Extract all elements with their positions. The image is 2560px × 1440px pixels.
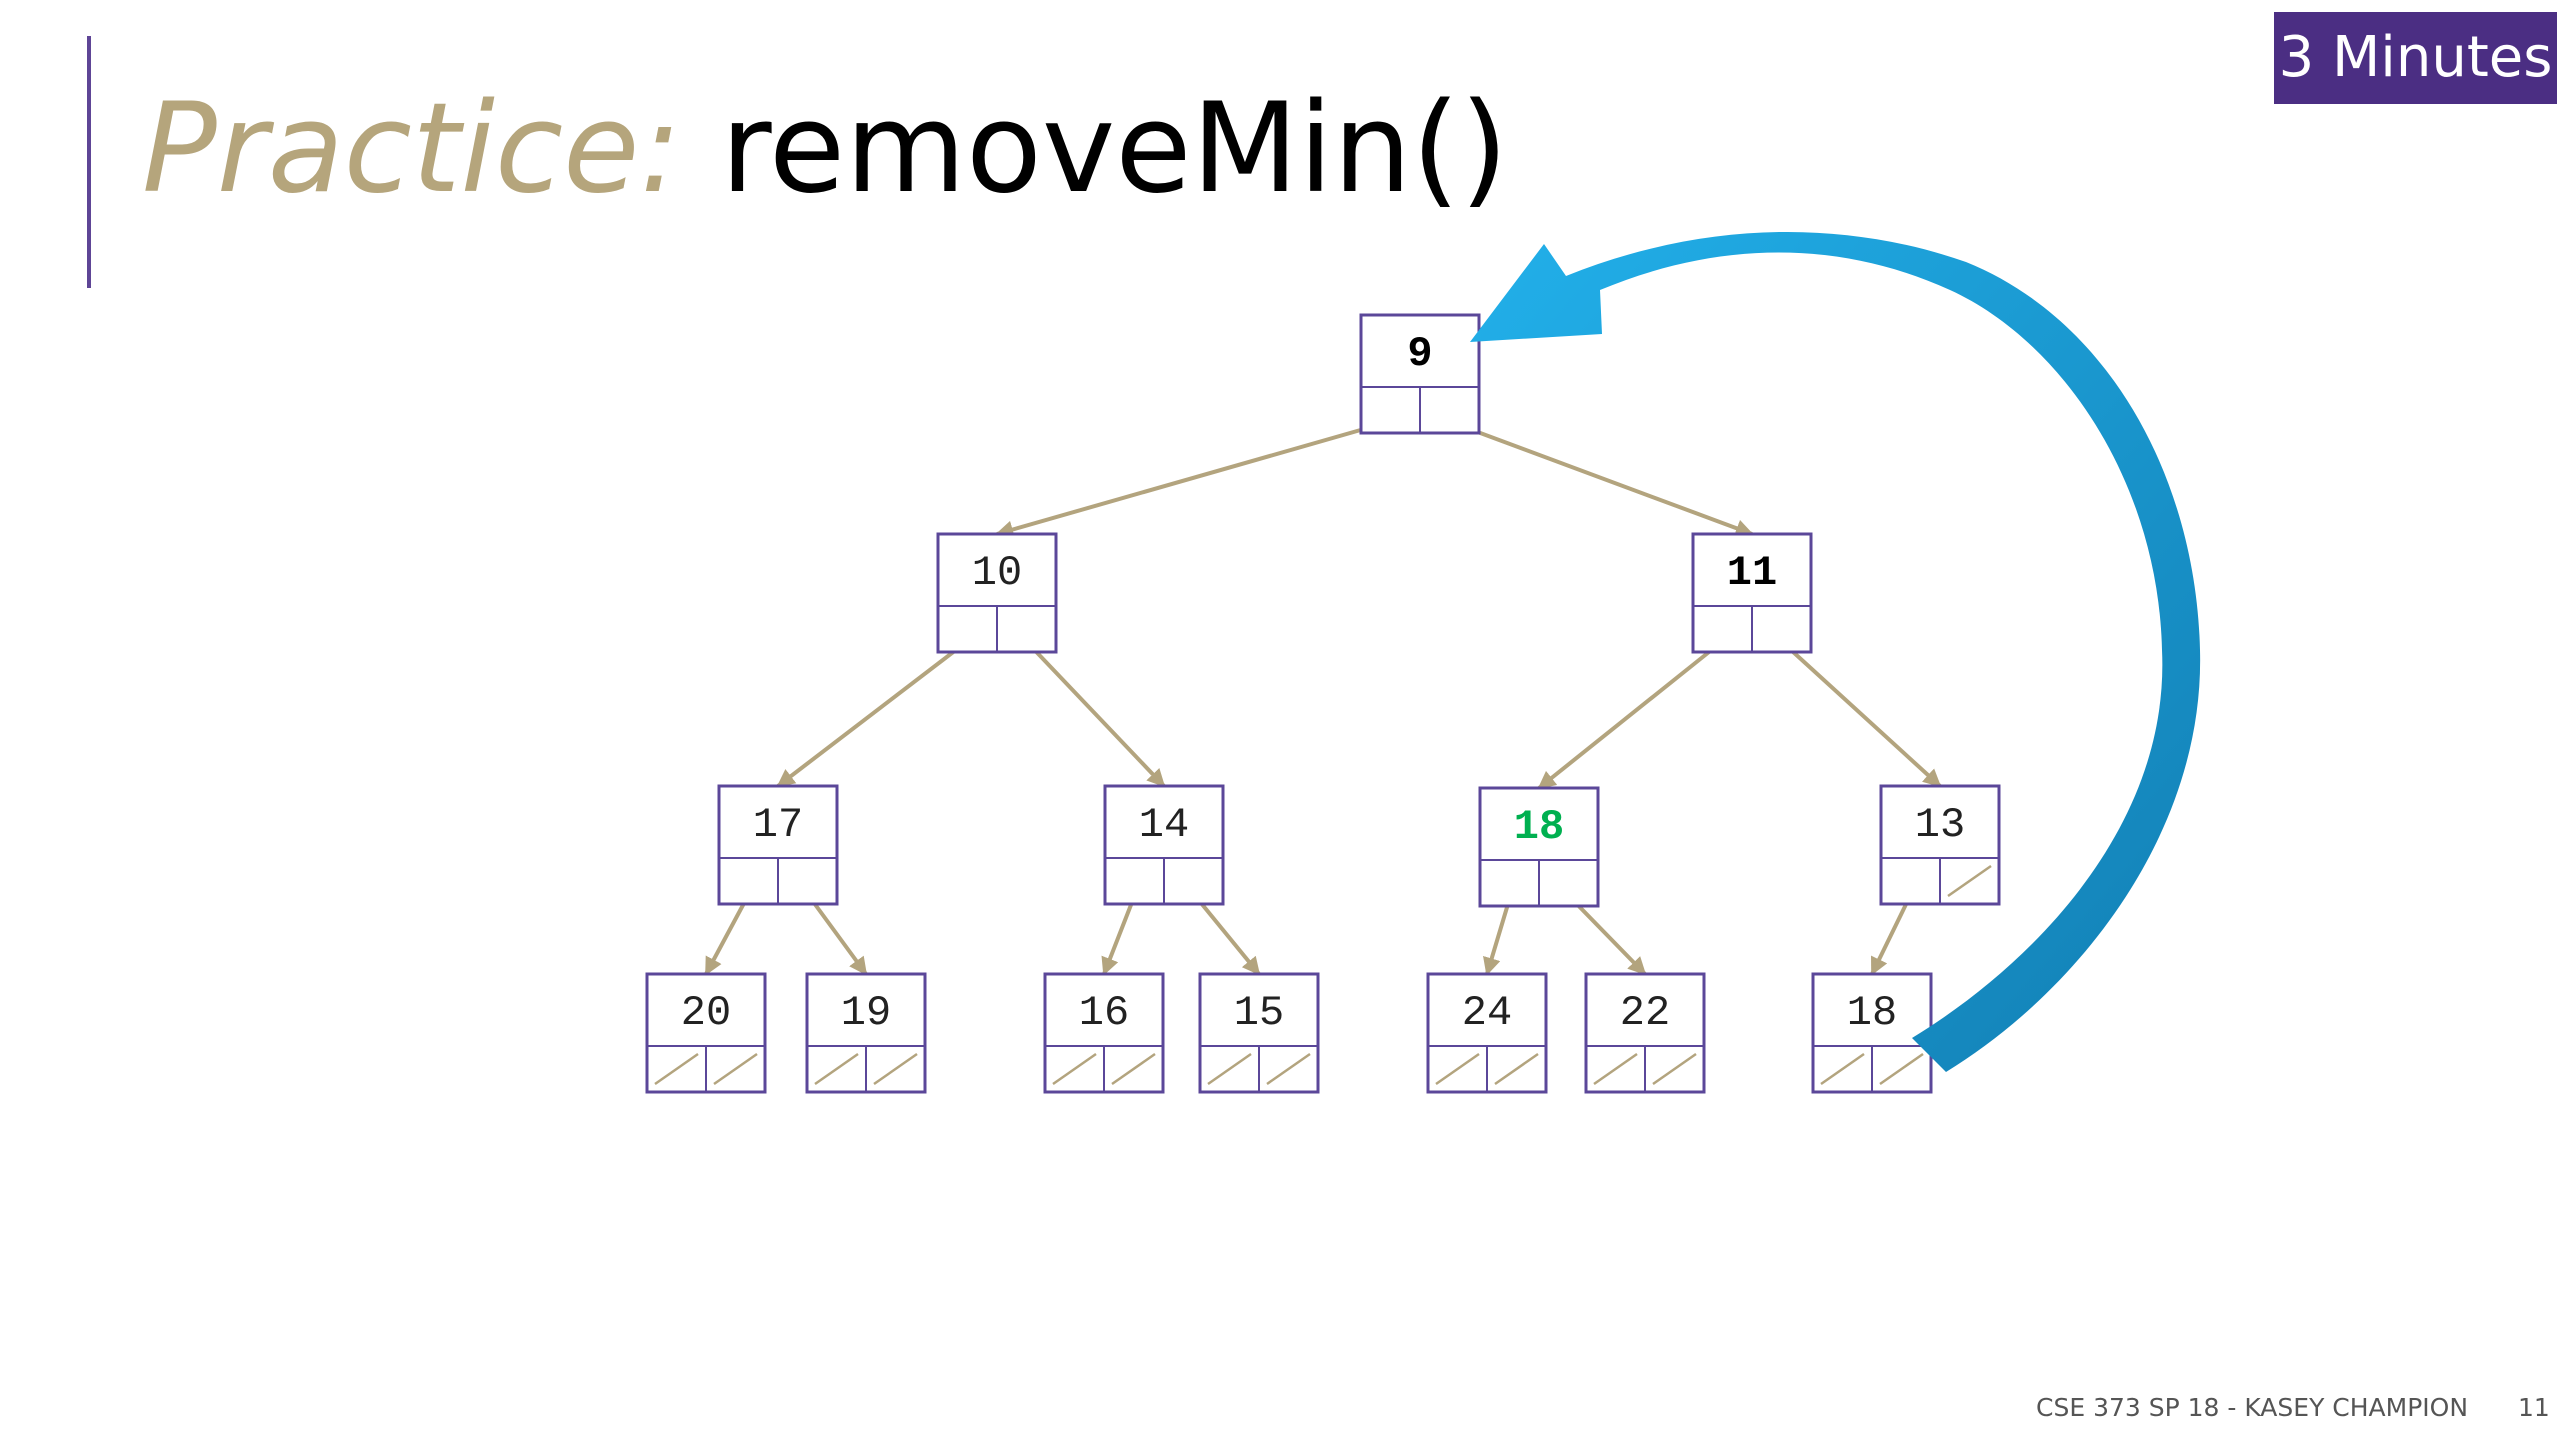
move-last-to-root-arrow <box>1470 231 2201 1072</box>
null-pointer-slash <box>1435 1052 1480 1086</box>
heap-node: 17 <box>717 784 839 906</box>
heap-node: 16 <box>1043 972 1165 1094</box>
title-practice: Practice: <box>142 77 682 221</box>
edge-n0-n2 <box>1447 419 1754 537</box>
null-pointer-slash <box>1494 1052 1539 1086</box>
title-method: removeMin() <box>720 77 1509 221</box>
node-value: 22 <box>1620 989 1670 1037</box>
edge-n2-n5 <box>1537 638 1726 790</box>
page-number: 11 <box>2518 1393 2550 1422</box>
timer-badge: 3 Minutes <box>2274 12 2557 104</box>
node-value: 18 <box>1847 989 1897 1037</box>
null-pointer-slash <box>1879 1052 1924 1086</box>
title-accent-bar <box>87 36 91 288</box>
null-pointer-slash <box>1207 1052 1252 1086</box>
null-pointer-slash <box>1266 1052 1311 1086</box>
null-pointer-slash <box>1111 1052 1156 1086</box>
heap-node: 18 <box>1478 786 1600 908</box>
heap-node: 11 <box>1691 532 1813 654</box>
node-value: 20 <box>681 989 731 1037</box>
null-pointer-slash <box>1052 1052 1097 1086</box>
null-pointer-slash <box>873 1052 918 1086</box>
null-pointer-slash <box>1593 1052 1638 1086</box>
null-pointer-slash <box>814 1052 859 1086</box>
heap-node: 20 <box>645 972 767 1094</box>
edge-n4-n10 <box>1190 890 1261 976</box>
edge-n4-n9 <box>1101 891 1138 976</box>
heap-node: 19 <box>805 972 927 1094</box>
node-value: 17 <box>753 801 803 849</box>
node-value: 13 <box>1915 801 1965 849</box>
null-pointer-slash <box>1947 864 1992 898</box>
node-value: 18 <box>1514 803 1564 851</box>
heap-node: 14 <box>1103 784 1225 906</box>
node-value: 10 <box>972 549 1022 597</box>
null-pointer-slash <box>1652 1052 1697 1086</box>
null-pointer-slash <box>1820 1052 1865 1086</box>
heap-node: 24 <box>1426 972 1548 1094</box>
heap-node: 18 <box>1811 972 1933 1094</box>
node-value: 11 <box>1727 549 1777 597</box>
edge-n0-n1 <box>995 419 1393 539</box>
node-value: 14 <box>1139 801 1189 849</box>
heap-node: 22 <box>1584 972 1706 1094</box>
node-value: 16 <box>1079 989 1129 1037</box>
node-value: 15 <box>1234 989 1284 1037</box>
node-value: 24 <box>1462 989 1512 1037</box>
edge-n2-n6 <box>1778 638 1942 788</box>
null-pointer-slash <box>654 1052 699 1086</box>
footer-credit: CSE 373 SP 18 - KASEY CHAMPION <box>2036 1393 2469 1422</box>
node-layer: 9 10 11 17 14 18 13 20 19 16 15 24 22 18 <box>645 313 2001 1094</box>
edge-n3-n8 <box>804 890 868 976</box>
null-pointer-slash <box>713 1052 758 1086</box>
edge-n1-n4 <box>1023 638 1166 788</box>
page-title: Practice: removeMin() <box>142 75 1508 224</box>
node-value: 19 <box>841 989 891 1037</box>
node-value: 9 <box>1407 330 1432 378</box>
heap-node: 9 <box>1359 313 1481 435</box>
heap-node: 10 <box>936 532 1058 654</box>
edge-n6-n13 <box>1870 891 1914 976</box>
heap-node: 13 <box>1879 784 2001 906</box>
edge-layer <box>704 419 1942 976</box>
edge-n3-n7 <box>704 891 752 976</box>
edge-n1-n3 <box>776 638 971 788</box>
heap-node: 15 <box>1198 972 1320 1094</box>
